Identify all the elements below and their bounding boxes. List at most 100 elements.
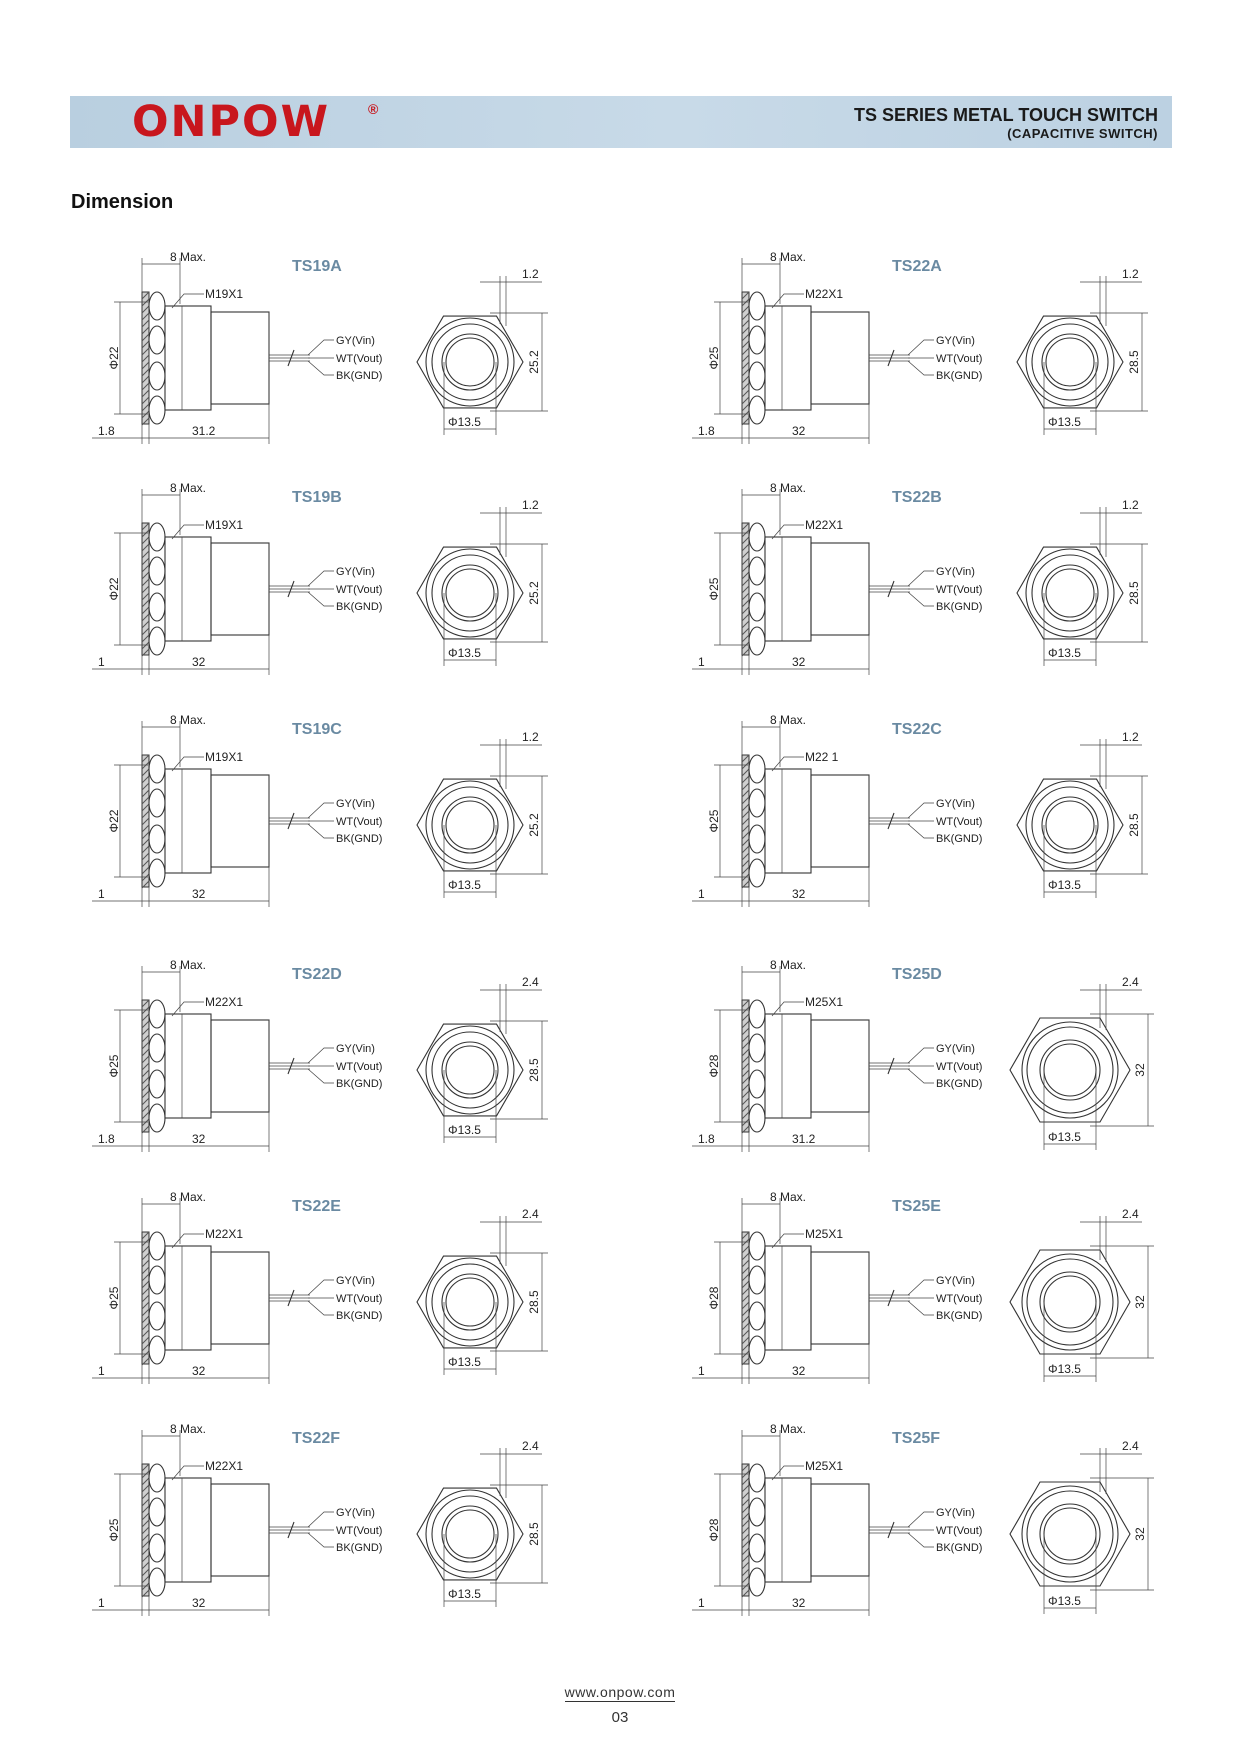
hatch-line [741,536,750,545]
hatch-line [741,543,750,552]
hatch-line [741,396,750,405]
ring-label: 1.2 [1122,498,1139,512]
hatch-line [141,627,150,636]
hatch-line [141,305,150,314]
hatch-line [741,1470,750,1479]
nut-lobe [148,1567,166,1597]
wire-label: GY(Vin) [936,798,975,810]
front-ring [1041,333,1099,391]
hatch-line [141,1484,150,1493]
length-label: 32 [192,1132,206,1146]
hatch-line [741,298,750,307]
switch-body [810,542,870,636]
front-ring [1043,1275,1097,1329]
wire-label: BK(GND) [936,601,982,613]
ring-label: 1.2 [522,498,539,512]
nut-lobe [148,1463,166,1493]
hatch-line [741,761,750,770]
hatch-line [141,319,150,328]
hatch-line [741,1561,750,1570]
wire-label: BK(GND) [336,833,382,845]
switch-body [210,542,270,636]
height-label: 28.5 [527,1058,541,1082]
hatch-line [141,1470,150,1479]
nut-lobe [148,626,166,656]
thread-collar [164,768,212,874]
thread-collar [764,305,812,411]
wire-label: WT(Vout) [336,353,382,365]
hatch-line [141,782,150,791]
nut-lobe [148,361,166,391]
hatch-line [741,1118,750,1127]
hatch-line [741,1266,750,1275]
wire-label: GY(Vin) [936,335,975,347]
nut-lobe [748,1103,766,1133]
ring-label: 2.4 [1122,975,1139,989]
thread-collar [164,1245,212,1351]
hatch-line [141,312,150,321]
hatch-line [741,1484,750,1493]
wire-break [287,1057,295,1075]
panel-thickness-label: 1 [98,655,105,669]
nut-lobe [148,1103,166,1133]
front-ring [1025,317,1115,407]
hatch-line [141,354,150,363]
hatch-line [141,810,150,819]
thread-collar [764,1245,812,1351]
wire-leader [307,360,334,376]
hatch-line [741,606,750,615]
wire-label: BK(GND) [336,1542,382,1554]
wire-leader [907,823,934,839]
hatch-line [741,564,750,573]
nut-lobe [748,626,766,656]
front-phi-label: Φ13.5 [448,1587,481,1601]
hatch-line [741,529,750,538]
front-ring [1039,1039,1101,1101]
hatch-line [741,571,750,580]
hatch-line [141,298,150,307]
footer-url[interactable]: www.onpow.com [0,1684,1240,1702]
footer-url-text[interactable]: www.onpow.com [564,1684,676,1702]
hatch-line [741,1336,750,1345]
hex-nut [1016,546,1124,640]
length-label: 32 [792,1596,806,1610]
hatch-line [141,571,150,580]
nut-lobe [748,1265,766,1295]
model-title: TS22D [292,966,342,983]
ring-label: 1.2 [522,730,539,744]
front-phi-label: Φ13.5 [448,415,481,429]
hatch-line [741,1512,750,1521]
hatch-line [141,1477,150,1486]
hatch-line [141,1463,150,1472]
switch-body [210,774,270,868]
wire-label: GY(Vin) [936,1043,975,1055]
hatch-line [141,592,150,601]
length-label: 32 [192,655,206,669]
hatch-line [741,1104,750,1113]
wire-label: WT(Vout) [336,1293,382,1305]
max-label: 8 Max. [170,1190,206,1204]
nut-lobe [748,291,766,321]
nut-lobe [748,1069,766,1099]
hatch-line [141,1589,150,1598]
front-ring [445,337,495,387]
front-phi-label: Φ13.5 [1048,878,1081,892]
front-ring [1039,1503,1101,1565]
front-ring [1026,1026,1114,1114]
hatch-line [741,873,750,882]
nut-lobe [148,1497,166,1527]
hatch-line [741,291,750,300]
thread-label: M22X1 [205,995,243,1009]
panel-thickness-label: 1 [98,1596,105,1610]
hatch-line [741,1020,750,1029]
front-ring [445,800,495,850]
wire-label: BK(GND) [936,1078,982,1090]
front-phi-label: Φ13.5 [1048,415,1081,429]
hatch-line [141,620,150,629]
wire-label: GY(Vin) [336,335,375,347]
nut-lobe [748,999,766,1029]
